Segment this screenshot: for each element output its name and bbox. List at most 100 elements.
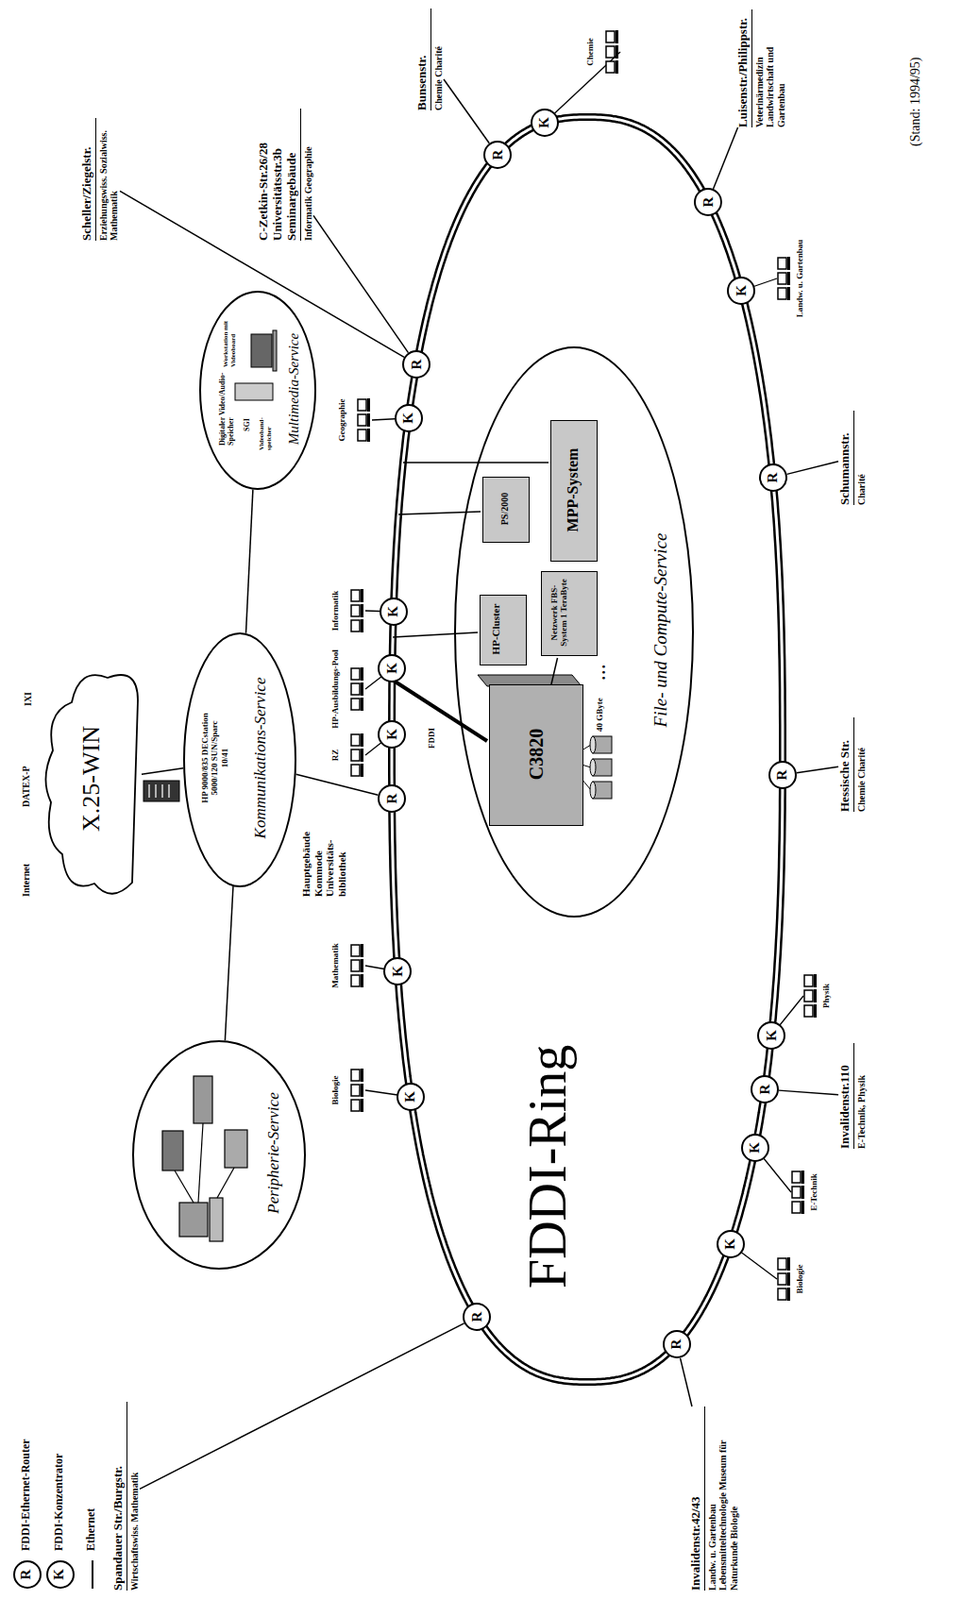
- workstation-icon: [351, 1069, 360, 1081]
- video-storage-icon: [235, 383, 273, 401]
- printer-icon: [224, 1130, 248, 1168]
- node-text: Kommunikations-Service: [251, 649, 271, 867]
- node-text: SGI: [242, 407, 252, 432]
- workstation-base: [272, 330, 277, 372]
- workstation-icon: [351, 749, 360, 761]
- building-label: Hessische Str.Chemie Charité: [838, 717, 867, 812]
- peripherals-illustration: [162, 1076, 248, 1242]
- node-text: Netzwerk FBS-System 1 TeraByte: [549, 573, 570, 652]
- server-slot: [161, 784, 164, 798]
- node-text: Workstation mit Videoboard: [221, 320, 237, 368]
- computer-base: [209, 1198, 223, 1242]
- workstation-icon: [777, 287, 787, 300]
- ethernet-connector: [796, 766, 839, 774]
- device-letter: K: [734, 285, 749, 297]
- workstation-base: [787, 271, 791, 286]
- device-letter: K: [401, 412, 416, 424]
- workstation-base: [787, 1272, 791, 1286]
- fddi-device: K: [394, 404, 423, 433]
- ring-outer: [391, 117, 783, 1383]
- fddi-device: K: [377, 654, 406, 683]
- workstation-icon: [351, 605, 360, 617]
- ethernet-connector: [713, 127, 739, 189]
- fddi-device: K: [377, 720, 406, 749]
- ethernet-line: [544, 51, 621, 123]
- workstation-icon: [777, 1273, 787, 1285]
- department-list: Veterinärmedizin Landwirtschaft und Gart…: [752, 9, 788, 128]
- node-text: C3820: [525, 683, 548, 826]
- cluster-link: [392, 632, 478, 638]
- workstation-monitor: [251, 334, 272, 368]
- ethernet-connector: [296, 774, 379, 795]
- text-label: E-Technik: [809, 1135, 819, 1249]
- device-letter: R: [470, 1312, 485, 1323]
- workstation-icon: [804, 990, 813, 1002]
- workstation-base: [360, 763, 364, 777]
- department-list: Erziehungswiss. Sozialwiss. Mathematik: [96, 118, 120, 241]
- building-label: C-Zetkin-Str.26/28 Universitätsstr.3b Se…: [256, 108, 314, 241]
- workstation-icon: [777, 1258, 787, 1270]
- workstation-icon: [606, 46, 615, 58]
- node-text: HP-Cluster: [489, 593, 503, 665]
- disk-top: [590, 759, 596, 777]
- workstation-icon: [351, 734, 360, 746]
- building-name: Scheller/Ziegelstr.: [80, 118, 97, 241]
- workstation-base: [360, 1068, 364, 1082]
- text-label: Landw. u. Gartenbau: [794, 221, 805, 336]
- workstation-icon: [357, 414, 367, 426]
- workstation-base: [360, 682, 364, 696]
- workstation-icon: [357, 399, 367, 411]
- building-label: Schumannstr.Charité: [838, 410, 867, 506]
- workstation-base: [360, 619, 364, 633]
- workstation-icon: [792, 1186, 801, 1199]
- device-letter: K: [537, 117, 552, 129]
- server-slot: [168, 784, 170, 798]
- workstation-base: [787, 1287, 791, 1301]
- workstation-icon: [792, 1201, 801, 1214]
- printer-icon: [162, 1130, 184, 1171]
- workstation-base: [813, 974, 817, 988]
- concentrator-symbol: [47, 1561, 74, 1588]
- building-name: Invalidenstr.42/43: [689, 1406, 706, 1591]
- ethernet-connector: [246, 489, 254, 634]
- workstation-base: [367, 413, 371, 427]
- workstation-base: [360, 604, 364, 618]
- fddi-device: R: [693, 187, 723, 217]
- workstation-base: [360, 748, 364, 762]
- building-name: Hessische Str.: [838, 717, 855, 812]
- device-letter: K: [385, 728, 400, 741]
- workstation-icon: [351, 590, 360, 602]
- building-label: Luisenstr./Philippstr.Veterinärmedizin L…: [736, 9, 787, 128]
- workstation-base: [813, 989, 817, 1003]
- text-label: Geographie: [337, 363, 347, 477]
- device-letter: R: [385, 793, 400, 805]
- device-letter: R: [701, 197, 716, 208]
- workstation-icon: [357, 429, 367, 441]
- building-name: Spandauer Str./Burgstr.: [111, 1401, 128, 1591]
- workstation-base: [360, 974, 364, 988]
- workstation-icon: [351, 1099, 360, 1112]
- legend-text: Ethernet: [84, 1508, 99, 1552]
- multimedia-illustration: [235, 330, 277, 401]
- workstation-icon: [351, 975, 360, 987]
- workstation-base: [787, 1257, 791, 1271]
- fddi-device: R: [483, 140, 512, 169]
- node-text: Internet: [20, 830, 33, 897]
- text-label: Mathematik: [330, 909, 340, 1023]
- workstation-base: [360, 697, 364, 711]
- ethernet-symbol: [91, 1560, 94, 1589]
- department-list: Landw. u. Gartenbau Lebensmitteltechnolo…: [705, 1406, 741, 1591]
- computer-box: MPP-System: [550, 420, 598, 562]
- text-label: FDDI: [426, 720, 437, 749]
- node-text: Multimedia-Service: [286, 313, 303, 465]
- workstation-base: [367, 428, 371, 442]
- text-label: • • •: [598, 651, 610, 680]
- computer-box: Netzwerk FBS-System 1 TeraByte: [540, 571, 598, 657]
- computer-box: C3820: [489, 684, 584, 827]
- ring-inner: [391, 117, 783, 1383]
- legend-text: FDDI-Konzentrator: [52, 1453, 67, 1552]
- workstation-base: [801, 1170, 805, 1184]
- node-text: HP 9000/835 DECstation 5000/120 SUN/Spar…: [200, 710, 230, 806]
- node-text: Peripherie-Service: [264, 1066, 284, 1240]
- cable-line: [198, 1123, 203, 1203]
